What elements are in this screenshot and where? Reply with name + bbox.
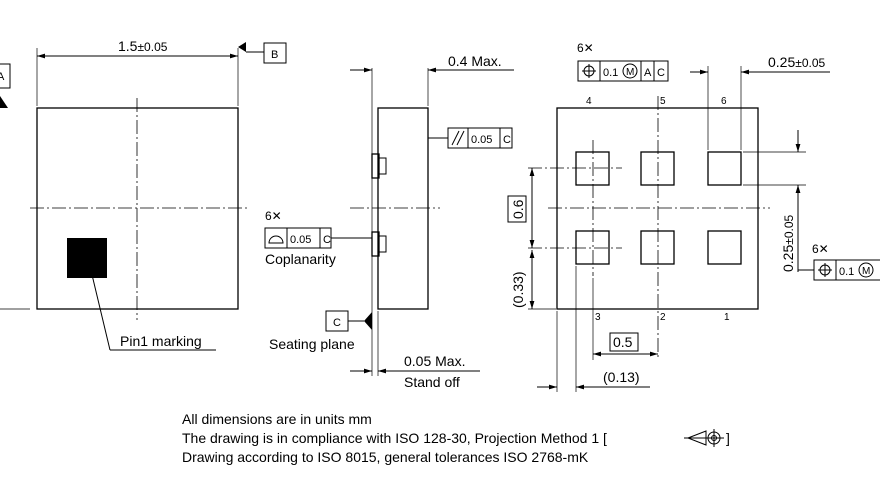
note-line-3: Drawing according to ISO 8015, general t…	[182, 449, 589, 465]
pad-5	[640, 151, 675, 186]
pad-position-tol: 0.1	[839, 266, 854, 278]
note-line-1: All dimensions are in units mm	[182, 411, 372, 427]
parallelism-frame	[447, 127, 513, 149]
side-view: 0.4 Max. 0.05 C 6✕ 0.05 C Coplanarity C …	[264, 53, 514, 390]
pin-number-6: 6	[721, 96, 727, 107]
pin1-marking	[67, 238, 107, 278]
pin1-label: Pin1 marking	[120, 333, 202, 349]
position-mod-circle	[622, 63, 638, 79]
standoff-dim: 0.05 Max.	[404, 353, 465, 369]
position-mod: M	[626, 67, 634, 78]
pad-position-mod: M	[862, 266, 870, 277]
datum-b-triangle	[238, 42, 246, 52]
pin-number-4: 4	[586, 96, 592, 107]
bottom-view-outline	[556, 107, 759, 310]
seating-plane-label: Seating plane	[269, 336, 355, 352]
note-line-2: The drawing is in compliance with ISO 12…	[182, 430, 607, 446]
top-view-outline	[36, 107, 239, 310]
col-offset-dim: (0.13)	[603, 369, 640, 385]
pad-position-mod-circle	[858, 262, 874, 278]
coplanarity-icon	[268, 235, 284, 244]
projection-method-icon	[684, 429, 724, 447]
top-view: Pin1 marking 1.5±0.05 B A	[0, 38, 287, 351]
col-pitch-dim: 0.5	[613, 334, 633, 350]
coplanarity-label: Coplanarity	[265, 251, 336, 267]
pad-position-count: 6✕	[812, 242, 829, 256]
pad-1	[707, 230, 742, 265]
row-pitch-dim: 0.6	[510, 199, 526, 219]
pin-number-1: 1	[724, 312, 730, 323]
note-line-2-end: ]	[726, 430, 730, 446]
notes: All dimensions are in units mm The drawi…	[182, 411, 730, 465]
pad-position-frame	[813, 259, 880, 281]
pad-3	[575, 230, 610, 265]
width-dim: 1.5±0.05	[118, 38, 168, 54]
datum-b-box	[263, 42, 287, 64]
height-dim: 0.4 Max.	[448, 53, 502, 69]
pin-number-5: 5	[660, 96, 666, 107]
coplanarity-tol: 0.05	[290, 234, 311, 246]
standoff-label: Stand off	[404, 374, 460, 390]
position-datum-c: C	[657, 67, 665, 79]
pin-number-2: 2	[660, 312, 666, 323]
datum-c-label: C	[333, 317, 341, 329]
position-icon	[582, 64, 596, 78]
parallelism-icon	[451, 130, 460, 146]
coplanarity-datum: C	[323, 234, 331, 246]
col-pitch-box	[609, 332, 639, 352]
datum-a-label: A	[0, 71, 5, 83]
datum-c-triangle	[364, 312, 372, 330]
side-pad-1-inner	[378, 157, 387, 175]
parallelism-tol: 0.05	[471, 134, 492, 146]
pad-6	[707, 151, 742, 186]
row-pitch-box	[507, 195, 527, 223]
pad-4	[575, 151, 610, 186]
datum-a-triangle	[0, 96, 8, 108]
position-tol: 0.1	[603, 67, 618, 79]
bottom-view: 4 5 6 3 2 1 6✕ 0.1 M A C 0.25±0.05 0.2	[507, 41, 880, 392]
pin-number-3: 3	[595, 312, 601, 323]
side-view-body	[377, 107, 429, 310]
pad-height-dim: 0.25±0.05	[780, 214, 796, 272]
pin1-leader	[87, 257, 111, 351]
parallelism-datum: C	[503, 134, 511, 146]
side-pad-2-inner	[378, 235, 387, 253]
position-frame	[577, 60, 669, 82]
pad-width-dim: 0.25±0.05	[768, 54, 826, 70]
coplanarity-count: 6✕	[265, 209, 282, 223]
position-count: 6✕	[577, 41, 594, 55]
pad-position-icon	[818, 263, 832, 277]
position-datum-a: A	[644, 67, 652, 79]
pad-2	[640, 230, 675, 265]
datum-a-box	[0, 63, 11, 89]
datum-b-label: B	[271, 49, 278, 61]
row-offset-dim: (0.33)	[510, 271, 526, 308]
